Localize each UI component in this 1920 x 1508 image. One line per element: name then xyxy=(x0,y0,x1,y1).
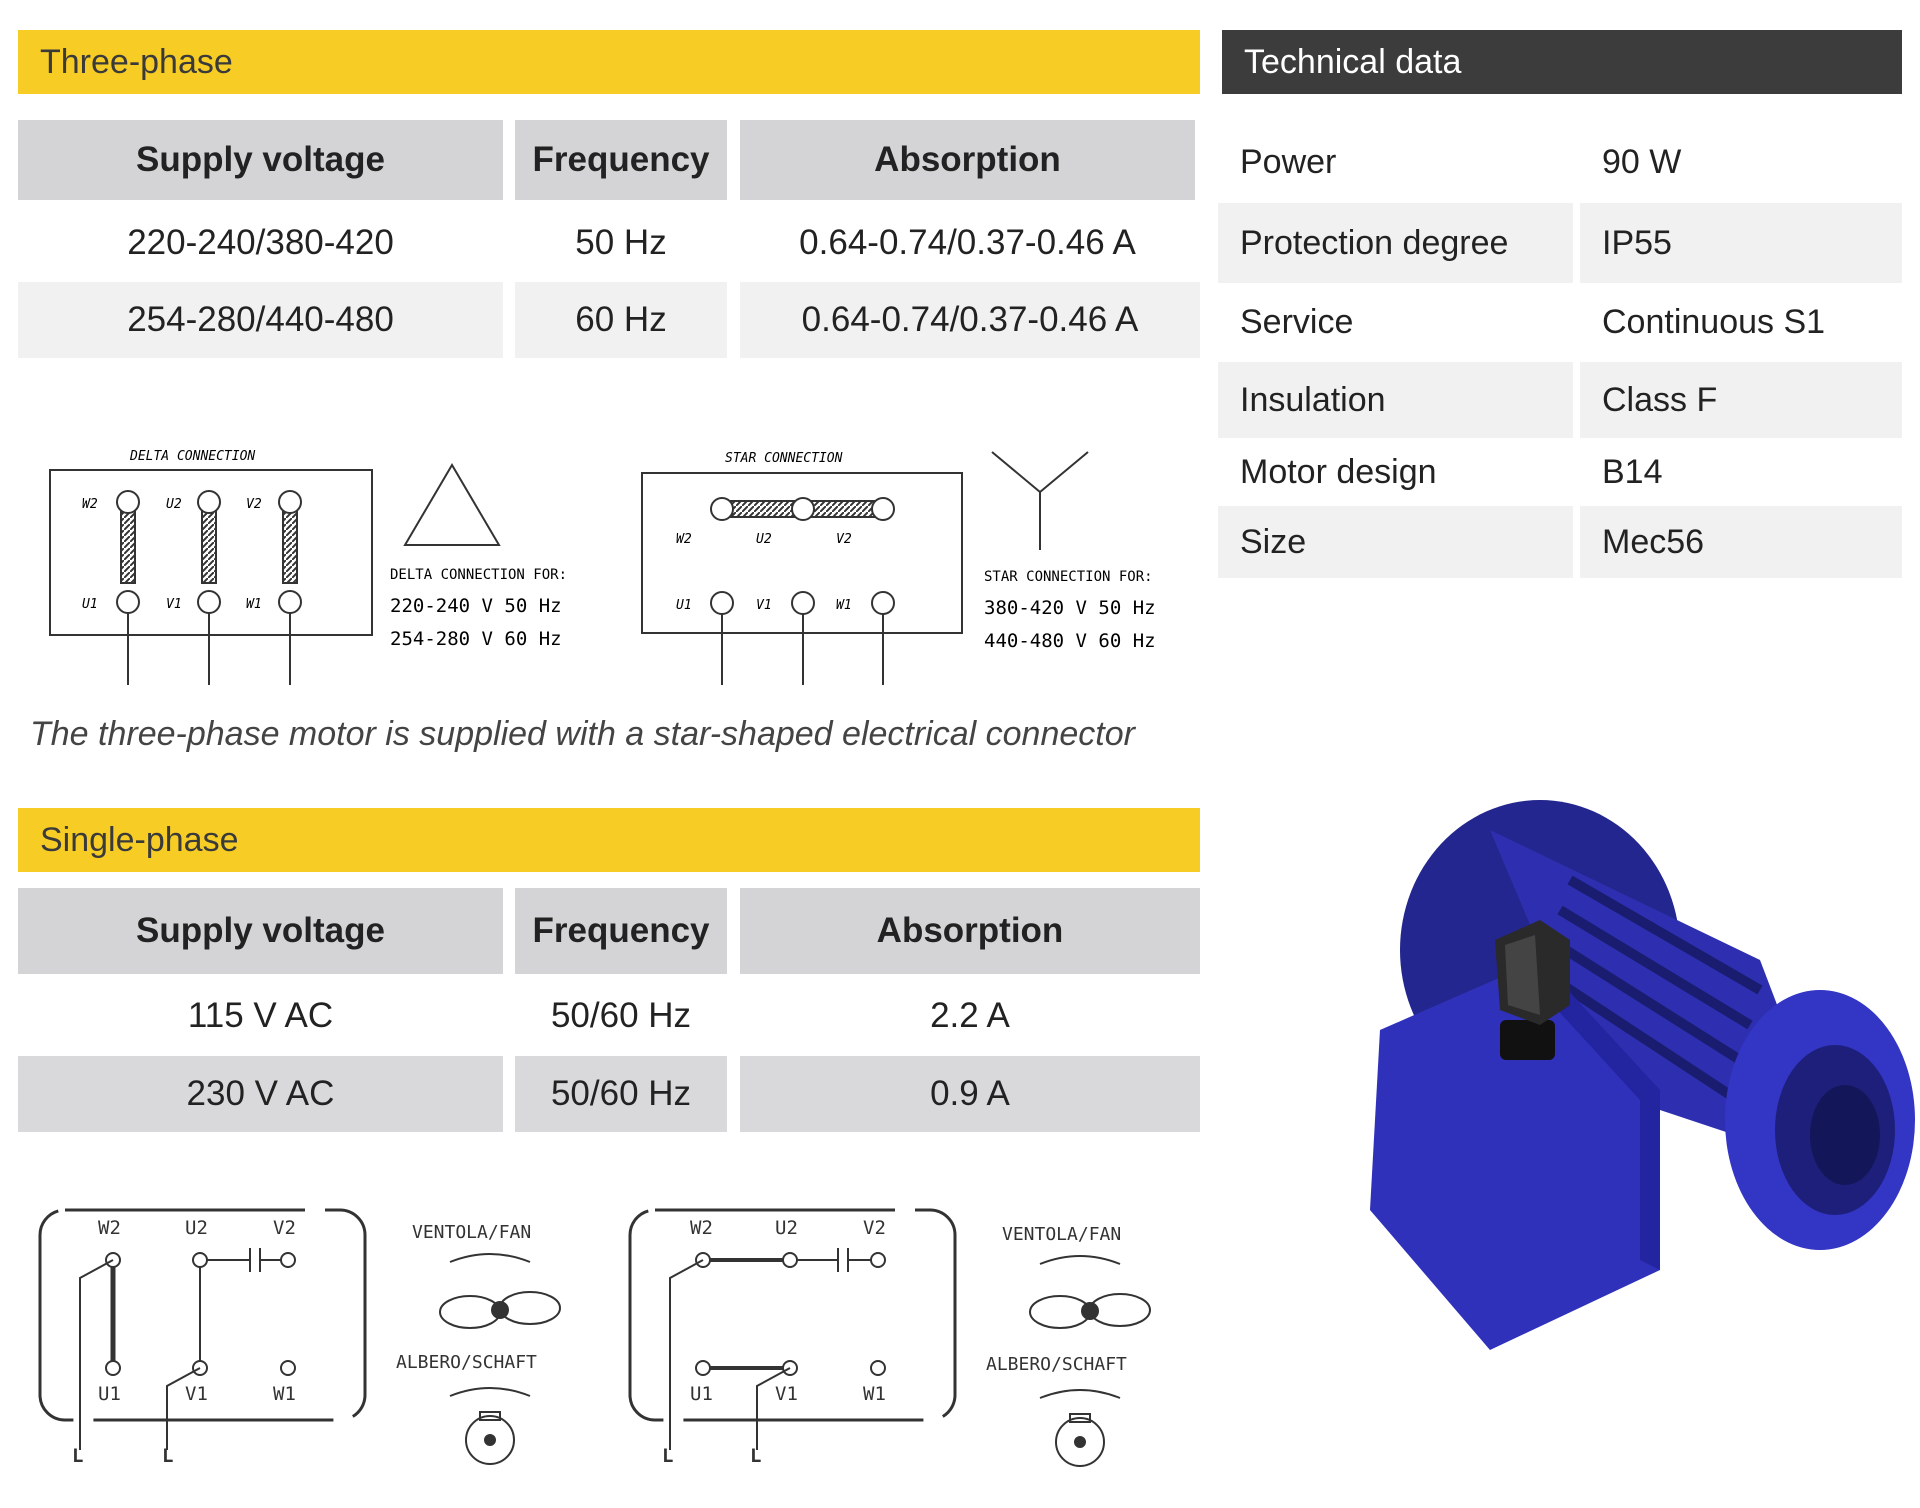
star-label-v1: V1 xyxy=(756,598,772,613)
tp-row2-frequency: 60 Hz xyxy=(515,282,727,358)
delta-label-u2: U2 xyxy=(166,497,182,512)
sp1-label-w1: W1 xyxy=(273,1383,296,1405)
star-for-label: STAR CONNECTION FOR: xyxy=(984,569,1153,585)
star-line-1: 380-420 V 50 Hz xyxy=(984,597,1156,619)
sp2-shaft-icon xyxy=(1055,1417,1105,1467)
sp1-shaft-icon xyxy=(465,1415,515,1465)
sp1-line-label-2: L xyxy=(162,1445,173,1467)
star-caption: STAR CONNECTION xyxy=(725,451,843,466)
sp2-line-label-2: L xyxy=(750,1445,761,1467)
sp2-label-u1: U1 xyxy=(690,1383,713,1405)
tp-header-supply: Supply voltage xyxy=(18,120,503,200)
delta-symbol xyxy=(403,463,501,546)
star-label-w2: W2 xyxy=(676,532,692,547)
sp1-line-label-1: L xyxy=(72,1445,83,1467)
sp1-fan-rotation-icon xyxy=(449,1253,531,1263)
sp-row1-frequency: 50/60 Hz xyxy=(550,996,692,1035)
star-line-2: 440-480 V 60 Hz xyxy=(984,630,1156,652)
sp2-line-label-1: L xyxy=(662,1445,673,1467)
three-phase-wiring-diagram: DELTA CONNECTION W2 U2 V2 U1 V1 W1 DELTA… xyxy=(49,449,1156,685)
td-value-power: 90 W xyxy=(1602,142,1682,181)
delta-label-v1: V1 xyxy=(166,597,182,612)
delta-for-label: DELTA CONNECTION FOR: xyxy=(390,567,567,583)
tp-row1-supply: 220-240/380-420 xyxy=(127,223,394,262)
td-label-service: Service xyxy=(1240,302,1354,341)
sp1-shaft-label: ALBERO/SCHAFT xyxy=(396,1352,537,1373)
delta-label-v2: V2 xyxy=(246,497,262,512)
sp-header-absorption: Absorption xyxy=(740,888,1200,974)
sp1-label-v1: V1 xyxy=(185,1383,208,1405)
td-label-insulation: Insulation xyxy=(1218,362,1573,438)
td-label-power: Power xyxy=(1240,142,1337,181)
sp-row2-supply: 230 V AC xyxy=(18,1056,503,1132)
tp-row2-absorption: 0.64-0.74/0.37-0.46 A xyxy=(740,282,1200,358)
motor-image xyxy=(1370,800,1915,1350)
star-label-v2: V2 xyxy=(836,532,852,547)
star-symbol xyxy=(991,451,1089,550)
td-value-protection: IP55 xyxy=(1580,203,1902,283)
td-value-service: Continuous S1 xyxy=(1602,302,1826,341)
td-label-motor-design: Motor design xyxy=(1240,452,1437,491)
td-label-size: Size xyxy=(1218,506,1573,578)
sp-row1-absorption: 2.2 A xyxy=(930,996,1010,1035)
star-label-w1: W1 xyxy=(836,598,852,613)
sp2-label-w2: W2 xyxy=(690,1217,713,1239)
technical-data-title: Technical data xyxy=(1222,30,1902,94)
sp1-label-u2: U2 xyxy=(185,1217,208,1239)
sp1-fan-icon xyxy=(439,1295,501,1329)
sp2-fan-rotation-icon xyxy=(1039,1255,1121,1265)
td-value-size: Mec56 xyxy=(1580,506,1902,578)
sp-header-frequency: Frequency xyxy=(515,888,727,974)
sp1-fan-label: VENTOLA/FAN xyxy=(412,1222,531,1243)
delta-line-2: 254-280 V 60 Hz xyxy=(390,628,562,650)
sp1-label-v2: V2 xyxy=(273,1217,296,1239)
sp2-fan-icon xyxy=(1029,1295,1091,1329)
td-value-insulation: Class F xyxy=(1580,362,1902,438)
delta-caption: DELTA CONNECTION xyxy=(129,449,255,464)
tp-header-absorption: Absorption xyxy=(740,120,1195,200)
sp2-fan-label: VENTOLA/FAN xyxy=(1002,1224,1121,1245)
sp2-label-w1: W1 xyxy=(863,1383,886,1405)
single-phase-title: Single-phase xyxy=(18,808,1200,872)
sp-row2-absorption: 0.9 A xyxy=(740,1056,1200,1132)
star-label-u1: U1 xyxy=(676,598,692,613)
sp-row2-frequency: 50/60 Hz xyxy=(515,1056,727,1132)
sp2-label-u2: U2 xyxy=(775,1217,798,1239)
sp-header-supply: Supply voltage xyxy=(18,888,503,974)
three-phase-note: The three-phase motor is supplied with a… xyxy=(30,715,1135,753)
td-label-protection: Protection degree xyxy=(1218,203,1573,283)
sp2-shaft-label: ALBERO/SCHAFT xyxy=(986,1354,1127,1375)
tp-row1-absorption: 0.64-0.74/0.37-0.46 A xyxy=(799,223,1136,262)
tp-row1-frequency: 50 Hz xyxy=(575,223,667,262)
sp1-label-u1: U1 xyxy=(98,1383,121,1405)
sp2-shaft-rotation-icon xyxy=(1039,1389,1121,1399)
delta-line-1: 220-240 V 50 Hz xyxy=(390,595,562,617)
delta-label-w2: W2 xyxy=(82,497,98,512)
single-phase-wiring-diagram: W2 U2 V2 U1 V1 W1 L L VENTOLA/FAN ALBERO… xyxy=(38,1208,1151,1467)
td-value-motor-design: B14 xyxy=(1602,452,1663,491)
tp-header-frequency: Frequency xyxy=(515,120,727,200)
sp1-label-w2: W2 xyxy=(98,1217,121,1239)
three-phase-title: Three-phase xyxy=(18,30,1200,94)
sp-row1-supply: 115 V AC xyxy=(187,996,334,1035)
delta-label-w1: W1 xyxy=(246,597,262,612)
tp-row2-supply: 254-280/440-480 xyxy=(18,282,503,358)
sp2-label-v1: V1 xyxy=(775,1383,798,1405)
delta-label-u1: U1 xyxy=(82,597,98,612)
sp2-label-v2: V2 xyxy=(863,1217,886,1239)
sp1-shaft-rotation-icon xyxy=(449,1387,531,1397)
star-label-u2: U2 xyxy=(756,532,772,547)
